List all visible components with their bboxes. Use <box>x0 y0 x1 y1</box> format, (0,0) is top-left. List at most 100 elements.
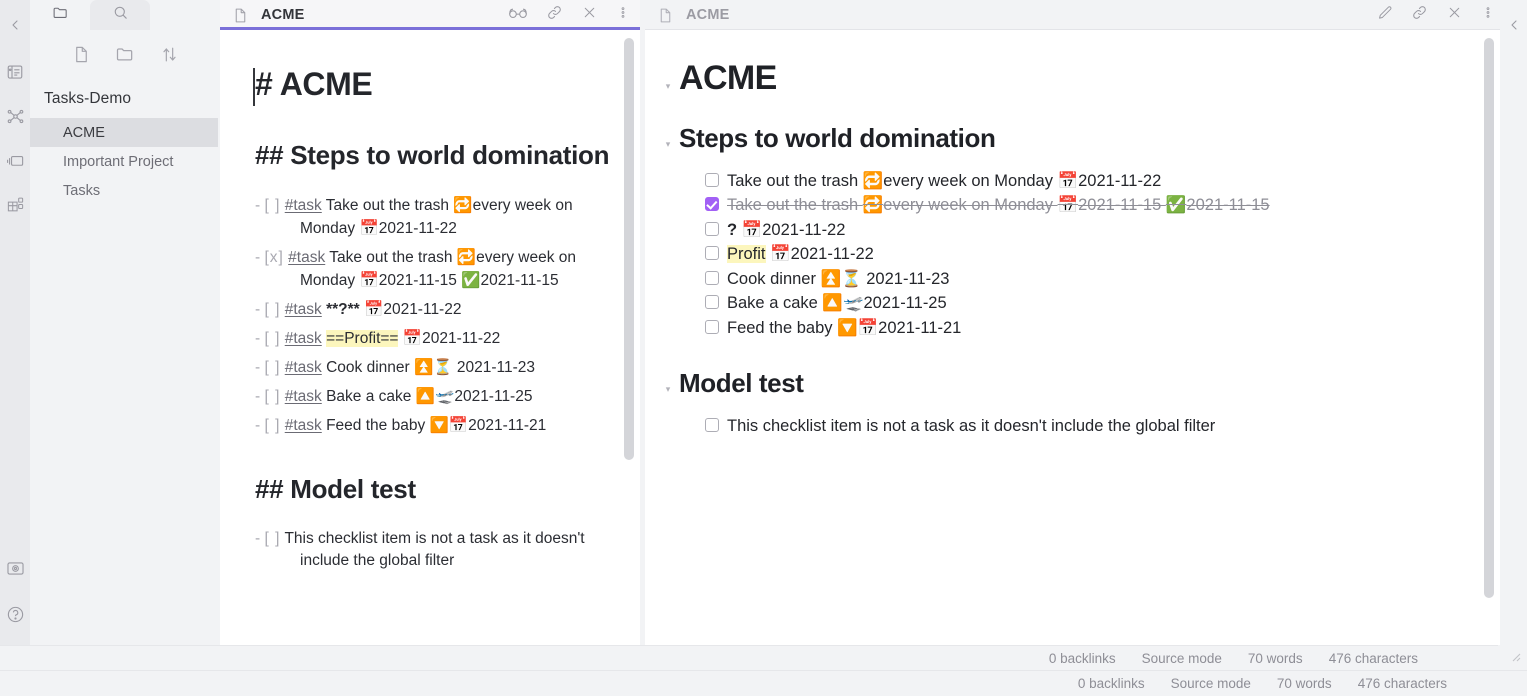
source-checklist-line[interactable]: - [ ] This checklist item is not a task … <box>255 528 610 572</box>
task-checkbox[interactable] <box>705 270 719 285</box>
new-folder-button[interactable] <box>114 43 136 65</box>
task-row[interactable]: Cook dinner ⏫⏳ 2021-11-23 <box>705 267 1465 291</box>
task-bold-text: **?** <box>326 300 360 318</box>
task-row[interactable]: Take out the trash 🔁every week on Monday… <box>705 193 1465 217</box>
preview-tab-header[interactable]: ACME <box>645 0 1505 30</box>
sidebar-item-important-project[interactable]: Important Project <box>30 147 218 176</box>
task-checkbox[interactable] <box>705 172 719 187</box>
task-row[interactable]: ? 📅2021-11-22 <box>705 218 1465 242</box>
pane-splitter[interactable] <box>640 0 645 645</box>
graph-view-icon[interactable] <box>0 94 30 138</box>
priority-medium-icon: 🔼 <box>822 293 843 313</box>
checklist-checkbox[interactable] <box>705 417 719 432</box>
pencil-icon[interactable] <box>1376 4 1393 26</box>
source-task-line[interactable]: - [ ] #task **?** 📅2021-11-22 <box>255 298 610 321</box>
task-tag[interactable]: #task <box>284 387 322 405</box>
backlinks-count[interactable]: 0 backlinks <box>1077 676 1145 691</box>
task-tag[interactable]: #task <box>284 300 322 318</box>
fold-indicator-icon[interactable]: ▾ <box>665 383 671 394</box>
tab-bottom-border <box>645 29 1505 30</box>
file-icon <box>232 7 249 24</box>
list-dash: - <box>255 358 261 376</box>
checklist-row[interactable]: This checklist item is not a task as it … <box>705 414 1465 438</box>
priority-high-icon: ⏫ <box>413 357 434 376</box>
file-name: ACME <box>63 124 105 141</box>
vault-switcher-icon[interactable] <box>0 544 30 592</box>
priority-low-icon: 🔽 <box>429 415 449 434</box>
recurring-icon: 🔁 <box>862 195 884 215</box>
editor-vertical-scrollbar[interactable] <box>624 38 634 460</box>
editor-tab-header[interactable]: ACME <box>220 0 640 30</box>
due-date-icon: 📅 <box>1057 195 1079 215</box>
recurring-icon: 🔁 <box>862 170 884 190</box>
new-note-button[interactable] <box>70 43 92 65</box>
task-text: ? 📅2021-11-22 <box>727 218 1465 242</box>
close-icon[interactable] <box>581 4 598 26</box>
checkbox-brackets: [x] <box>264 248 284 266</box>
task-checkbox[interactable] <box>705 197 719 212</box>
collapse-left-sidebar-icon[interactable] <box>0 0 30 50</box>
recurring-icon: 🔁 <box>453 195 473 214</box>
preview-vertical-scrollbar[interactable] <box>1484 38 1494 598</box>
link-icon[interactable] <box>1411 4 1428 26</box>
task-checkbox[interactable] <box>705 295 719 310</box>
vertical-dots-icon[interactable] <box>616 4 630 26</box>
character-count[interactable]: 476 characters <box>1328 651 1418 666</box>
sidebar-item-acme[interactable]: ACME <box>30 118 218 147</box>
due-date: 2021-11-22 <box>762 220 846 239</box>
resize-handle[interactable] <box>1509 650 1521 662</box>
checkbox-brackets: [ ] <box>264 329 281 347</box>
task-row[interactable]: Profit 📅2021-11-22 <box>705 242 1465 266</box>
task-tag[interactable]: #task <box>284 358 322 376</box>
glasses-icon[interactable] <box>508 5 528 26</box>
help-icon[interactable] <box>0 592 30 636</box>
task-recurrence: every week on Monday <box>300 248 577 289</box>
link-icon[interactable] <box>546 4 563 26</box>
task-checkbox[interactable] <box>705 221 719 236</box>
scheduled-date: 2021-11-23 <box>861 269 950 288</box>
task-row[interactable]: Feed the baby 🔽📅2021-11-21 <box>705 316 1465 340</box>
preview-model-list: This checklist item is not a task as it … <box>657 414 1465 438</box>
task-tag[interactable]: #task <box>284 329 322 347</box>
character-count[interactable]: 476 characters <box>1357 676 1447 691</box>
task-checkbox[interactable] <box>705 319 719 334</box>
checkbox-brackets: [ ] <box>264 358 281 376</box>
fold-indicator-icon[interactable]: ▾ <box>665 139 671 150</box>
source-task-line[interactable]: - [ ] #task Take out the trash 🔁every we… <box>255 194 610 240</box>
word-count[interactable]: 70 words <box>1247 651 1303 666</box>
word-count[interactable]: 70 words <box>1276 676 1332 691</box>
close-icon[interactable] <box>1446 4 1463 26</box>
task-row[interactable]: Take out the trash 🔁every week on Monday… <box>705 169 1465 193</box>
search-tab[interactable] <box>90 0 150 30</box>
editor-content-area[interactable]: # ACME ## Steps to world domination - [ … <box>220 30 640 645</box>
preview-heading-3-row: ▾ Model test <box>657 369 1465 398</box>
task-checkbox[interactable] <box>705 246 719 261</box>
vertical-dots-icon[interactable] <box>1481 4 1495 26</box>
right-icon-rail <box>1500 0 1527 696</box>
change-sort-order-button[interactable] <box>158 43 180 65</box>
fold-indicator-icon[interactable]: ▾ <box>665 81 671 91</box>
file-explorer-tab[interactable] <box>30 0 90 30</box>
task-tag[interactable]: #task <box>288 248 326 266</box>
due-date: 2021-11-15 <box>1078 196 1166 215</box>
editor-mode-status[interactable]: Source mode <box>1170 676 1251 691</box>
open-daily-note-icon[interactable] <box>0 50 30 94</box>
source-task-line[interactable]: - [ ] #task ==Profit== 📅2021-11-22 <box>255 327 610 350</box>
backlinks-count[interactable]: 0 backlinks <box>1048 651 1116 666</box>
editor-mode-status[interactable]: Source mode <box>1141 651 1222 666</box>
plugins-grid-icon[interactable] <box>0 182 30 226</box>
source-task-line[interactable]: - [x] #task Take out the trash 🔁every we… <box>255 246 610 292</box>
task-tag[interactable]: #task <box>284 196 322 214</box>
list-dash: - <box>255 248 261 266</box>
preview-content-area[interactable]: ▾ ACME ▾ Steps to world domination Take … <box>645 30 1505 645</box>
source-task-line[interactable]: - [ ] #task Cook dinner ⏫⏳ 2021-11-23 <box>255 356 610 379</box>
source-heading-2: ## Steps to world domination <box>255 139 610 170</box>
source-task-line[interactable]: - [ ] #task Bake a cake 🔼🛫2021-11-25 <box>255 385 610 408</box>
checklist-text: This checklist item is not a task as it … <box>727 416 1216 435</box>
source-task-line[interactable]: - [ ] #task Feed the baby 🔽📅2021-11-21 <box>255 414 610 437</box>
expand-right-sidebar-icon[interactable] <box>1500 0 1527 50</box>
task-tag[interactable]: #task <box>284 416 322 434</box>
open-canvas-icon[interactable] <box>0 138 30 182</box>
task-row[interactable]: Bake a cake 🔼🛫2021-11-25 <box>705 291 1465 315</box>
sidebar-item-tasks[interactable]: Tasks <box>30 176 218 205</box>
